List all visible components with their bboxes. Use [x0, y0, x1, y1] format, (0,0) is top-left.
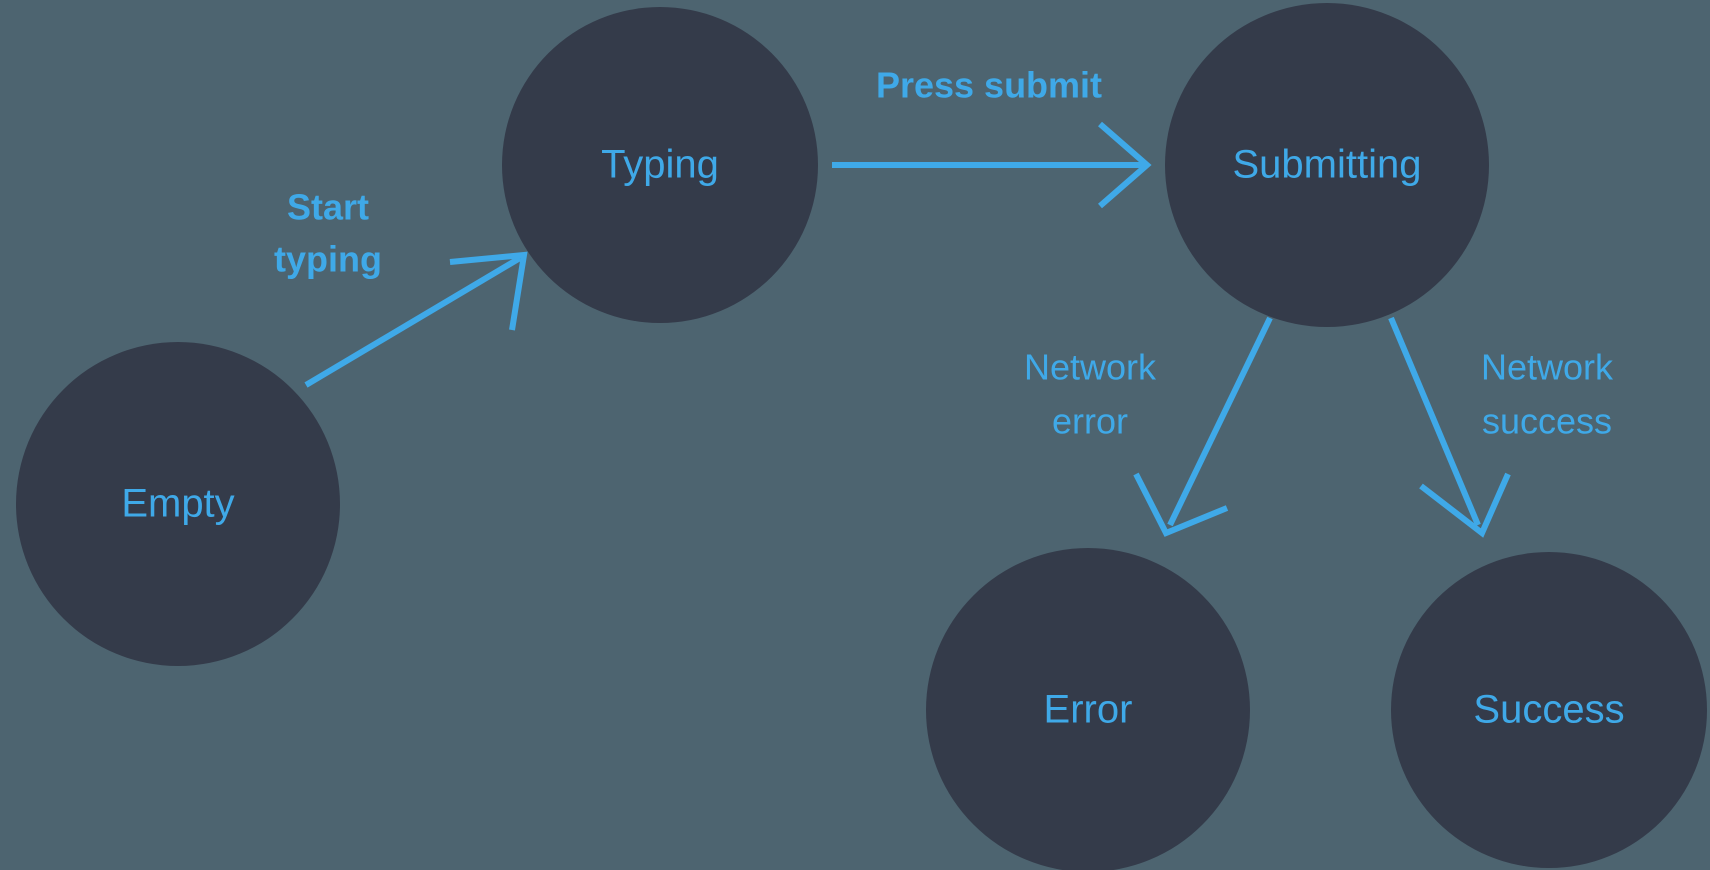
network-success-label-line1: Network	[1481, 347, 1614, 388]
network-success-label-line2: success	[1482, 401, 1612, 442]
success-label: Success	[1473, 688, 1624, 732]
start-typing-arrow-line	[304, 255, 522, 388]
state-node-typing[interactable]: Typing	[502, 7, 818, 323]
transition-label-press-submit: Press submit	[876, 65, 1102, 106]
empty-label: Empty	[121, 482, 234, 526]
network-success-arrow-head	[1419, 472, 1511, 538]
success-circle[interactable]	[1391, 552, 1707, 868]
network-error-arrow-line	[1167, 316, 1273, 527]
network-success-arrow-line	[1388, 316, 1481, 527]
transition-label-network-success: Network success	[1481, 347, 1614, 442]
state-node-success[interactable]: Success	[1391, 552, 1707, 868]
transition-label-network-error: Network error	[1024, 347, 1157, 442]
start-typing-arrow-head	[449, 251, 528, 331]
submitting-circle[interactable]	[1165, 3, 1489, 327]
transition-press-submit	[832, 121, 1152, 209]
transition-start-typing	[304, 251, 528, 388]
transition-network-success	[1388, 316, 1511, 538]
submitting-label: Submitting	[1233, 143, 1422, 187]
network-error-arrow-head	[1133, 472, 1229, 537]
start-typing-label-line1: Start	[287, 187, 369, 228]
transition-network-error	[1133, 316, 1273, 537]
error-label: Error	[1044, 688, 1133, 732]
network-error-label-line2: error	[1052, 401, 1128, 442]
typing-circle[interactable]	[502, 7, 818, 323]
transition-label-start-typing: Start typing	[274, 187, 382, 280]
error-circle[interactable]	[926, 548, 1250, 870]
state-node-submitting[interactable]: Submitting	[1165, 3, 1489, 327]
state-node-empty[interactable]: Empty	[16, 342, 340, 666]
network-error-label-line1: Network	[1024, 347, 1157, 388]
press-submit-label: Press submit	[876, 65, 1102, 106]
start-typing-label-line2: typing	[274, 239, 382, 280]
state-node-error[interactable]: Error	[926, 548, 1250, 870]
empty-circle[interactable]	[16, 342, 340, 666]
typing-label: Typing	[601, 143, 719, 187]
press-submit-arrow-head	[1098, 121, 1152, 209]
